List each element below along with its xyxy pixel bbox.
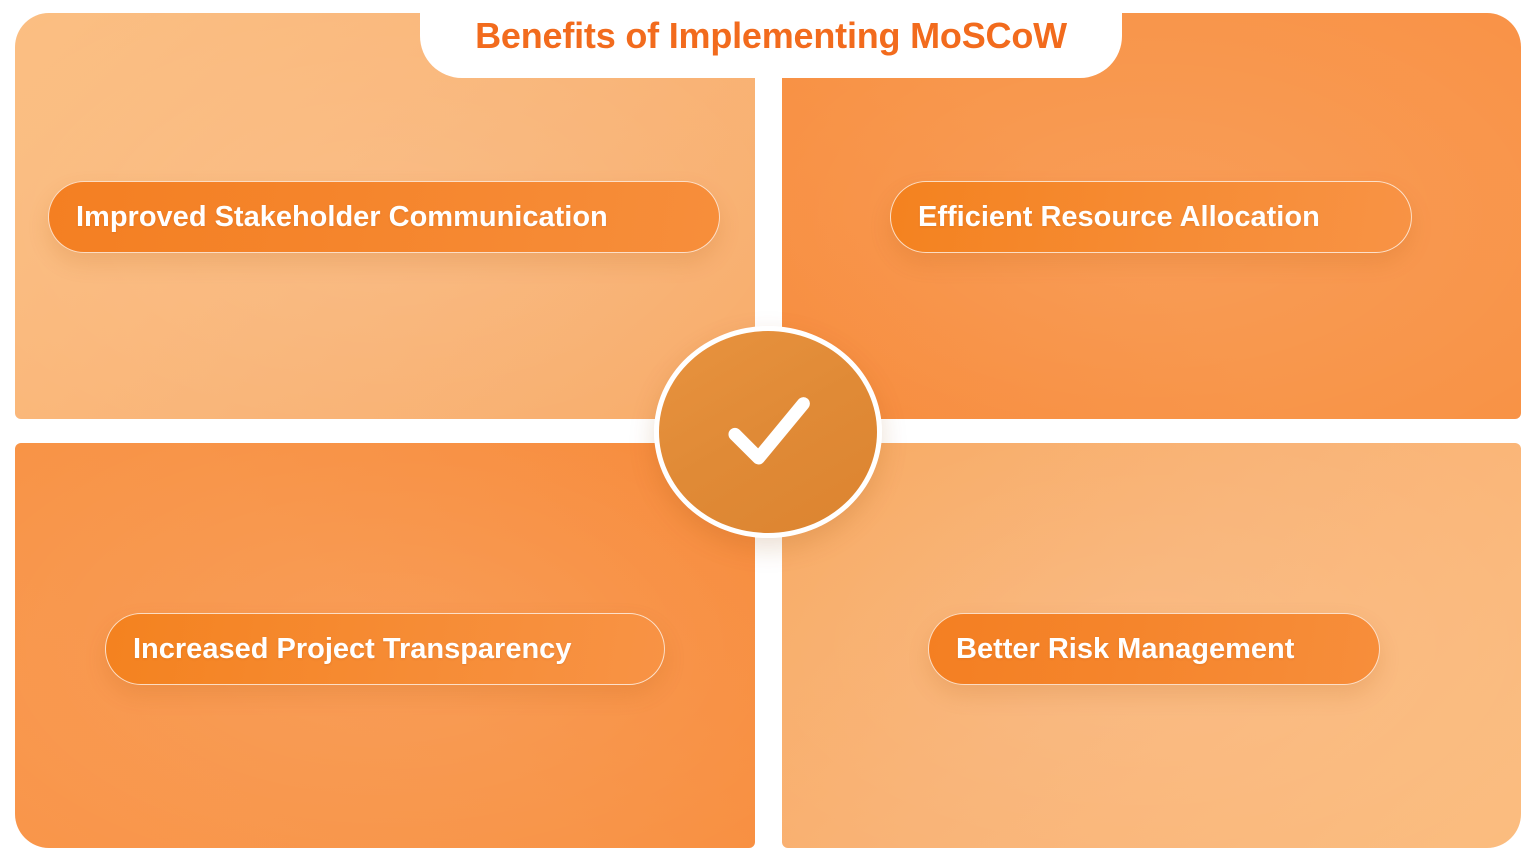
check-icon bbox=[728, 397, 810, 465]
benefit-label: Efficient Resource Allocation bbox=[918, 200, 1320, 233]
benefit-pill-increased-project-transparency[interactable]: Increased Project Transparency bbox=[105, 613, 665, 685]
benefit-pill-better-risk-management[interactable]: Better Risk Management bbox=[928, 613, 1380, 685]
page-title: Benefits of Implementing MoSCoW bbox=[475, 15, 1067, 56]
benefit-label: Improved Stakeholder Communication bbox=[76, 200, 608, 233]
quadrant-card-bottom-right[interactable] bbox=[782, 443, 1521, 848]
benefit-pill-efficient-resource-allocation[interactable]: Efficient Resource Allocation bbox=[890, 181, 1412, 253]
center-check-badge bbox=[654, 326, 882, 538]
benefit-label: Better Risk Management bbox=[956, 632, 1295, 665]
benefit-pill-improved-stakeholder-communication[interactable]: Improved Stakeholder Communication bbox=[48, 181, 720, 253]
benefit-label: Increased Project Transparency bbox=[133, 632, 572, 665]
title-panel: Benefits of Implementing MoSCoW bbox=[420, 0, 1122, 78]
